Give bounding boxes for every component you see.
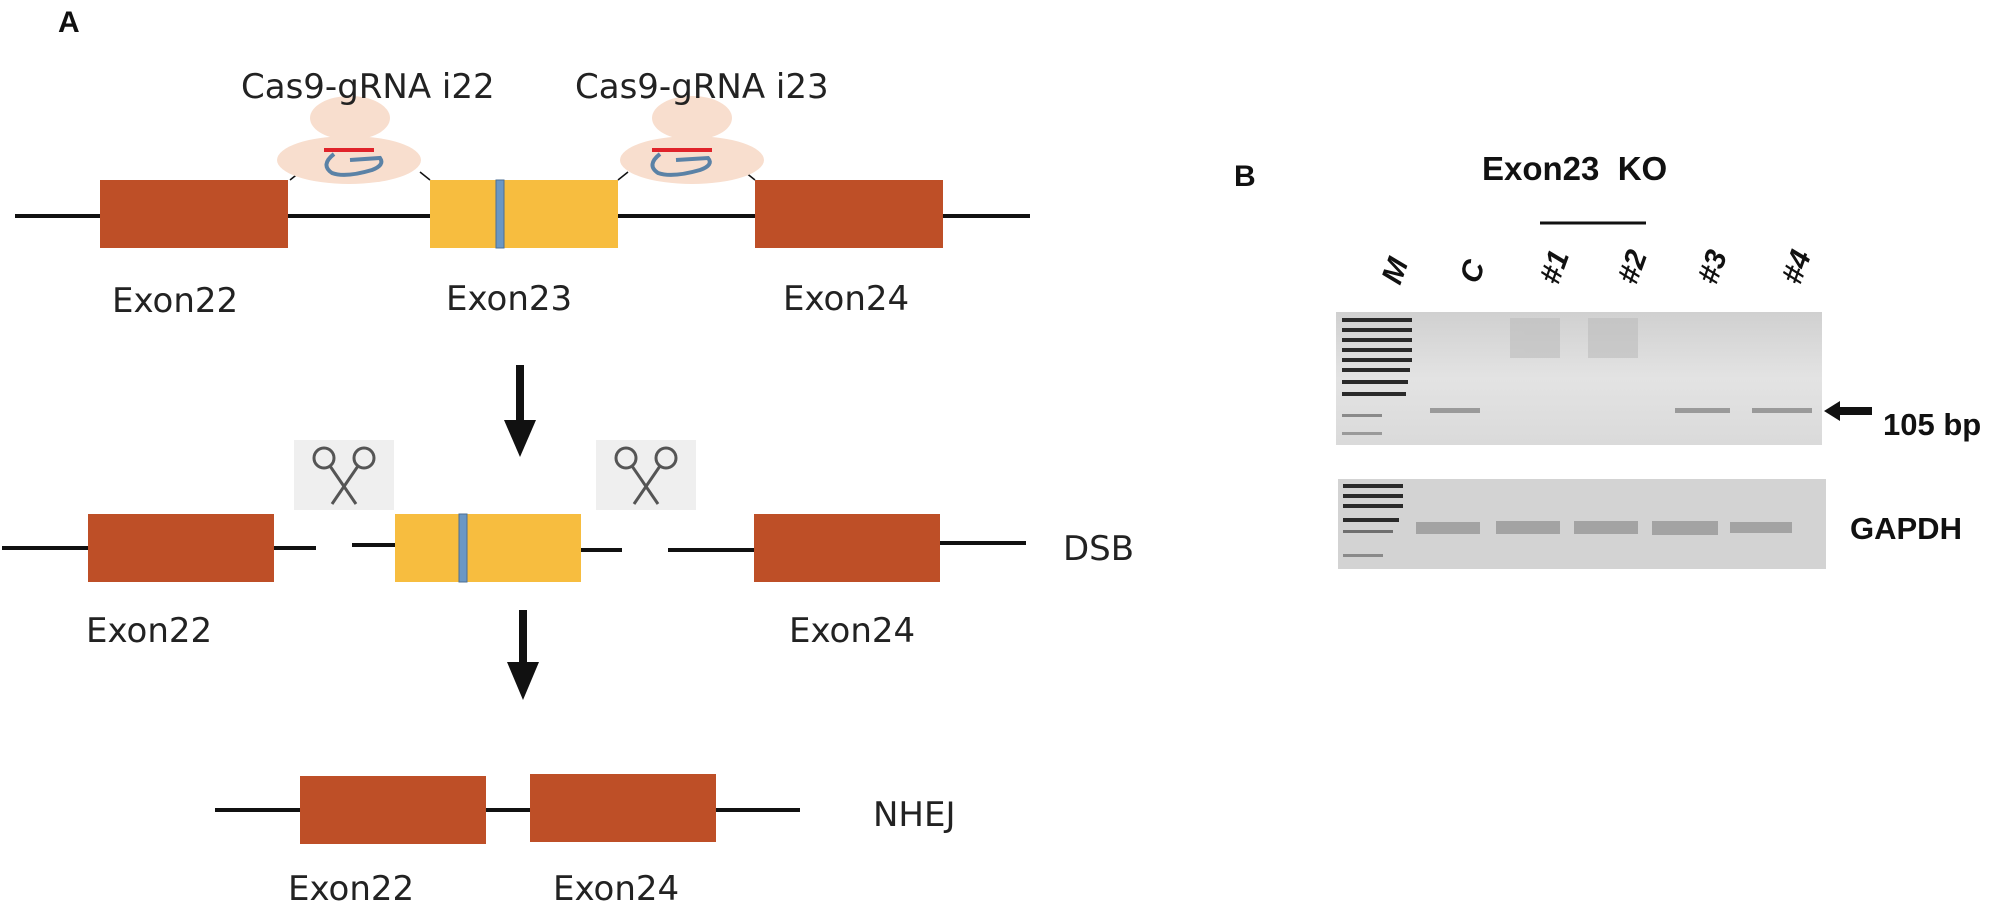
gel-title: Exon23 KO bbox=[1482, 150, 1667, 187]
row2-exon23-mark bbox=[459, 514, 467, 582]
band-size-label: 105 bp bbox=[1883, 407, 1981, 442]
row2-exon24-label: Exon24 bbox=[789, 611, 915, 651]
row1-exon23-mark bbox=[496, 180, 504, 248]
guide-label-i23: Cas9-gRNA i23 bbox=[575, 67, 829, 107]
band-arrow-icon bbox=[1824, 401, 1872, 421]
lane-label-m: M bbox=[1376, 253, 1416, 289]
row2-exon24-box bbox=[754, 514, 940, 582]
dsb-label: DSB bbox=[1063, 529, 1134, 569]
row2-dsb: DSB Exon22 Exon24 bbox=[2, 514, 1134, 651]
row1-exon22-box bbox=[100, 180, 288, 248]
row1-locus: Cas9-gRNA i22 Cas9-gRNA i23 Exon22 Exon2… bbox=[15, 67, 1030, 321]
lane-label-c: C bbox=[1454, 254, 1493, 287]
row2-exon23-box bbox=[395, 514, 581, 582]
panel-b-letter: B bbox=[1234, 160, 1256, 193]
lane-label-3: #3 bbox=[1692, 245, 1735, 288]
row3-nhej: NHEJ Exon22 Exon24 bbox=[215, 774, 956, 903]
row3-exon24-box bbox=[530, 774, 716, 842]
guide-label-i22: Cas9-gRNA i22 bbox=[241, 67, 495, 107]
row1-exon23-label: Exon23 bbox=[446, 279, 572, 319]
arrow-down-2 bbox=[507, 610, 539, 700]
panel-a-letter: A bbox=[58, 6, 80, 39]
control-gene-label: GAPDH bbox=[1850, 511, 1962, 546]
cas9-complex-i23 bbox=[618, 96, 764, 184]
row2-exon22-box bbox=[88, 514, 274, 582]
nhej-label: NHEJ bbox=[873, 795, 956, 835]
gel-lower bbox=[1338, 479, 1826, 569]
lane-label-2: #2 bbox=[1612, 245, 1655, 288]
gel-upper bbox=[1336, 312, 1822, 445]
row3-exon22-box bbox=[300, 776, 486, 844]
row3-exon24-label: Exon24 bbox=[553, 869, 679, 903]
row3-exon22-label: Exon22 bbox=[288, 869, 414, 903]
row1-exon24-label: Exon24 bbox=[783, 279, 909, 319]
cas9-complex-i22 bbox=[277, 96, 430, 184]
row1-exon22-label: Exon22 bbox=[112, 281, 238, 321]
lane-label-4: #4 bbox=[1776, 245, 1819, 288]
scissors-icon-right bbox=[596, 440, 696, 510]
bands-gapdh bbox=[1416, 521, 1792, 535]
scissors-icon-left bbox=[294, 440, 394, 510]
arrow-down-1 bbox=[504, 365, 536, 457]
lane-label-1: #1 bbox=[1534, 246, 1576, 289]
row2-exon22-label: Exon22 bbox=[86, 611, 212, 651]
row1-exon23-box bbox=[430, 180, 618, 248]
lane-labels: M C #1 #2 #3 #4 bbox=[1376, 245, 1819, 288]
row1-exon24-box bbox=[755, 180, 943, 248]
